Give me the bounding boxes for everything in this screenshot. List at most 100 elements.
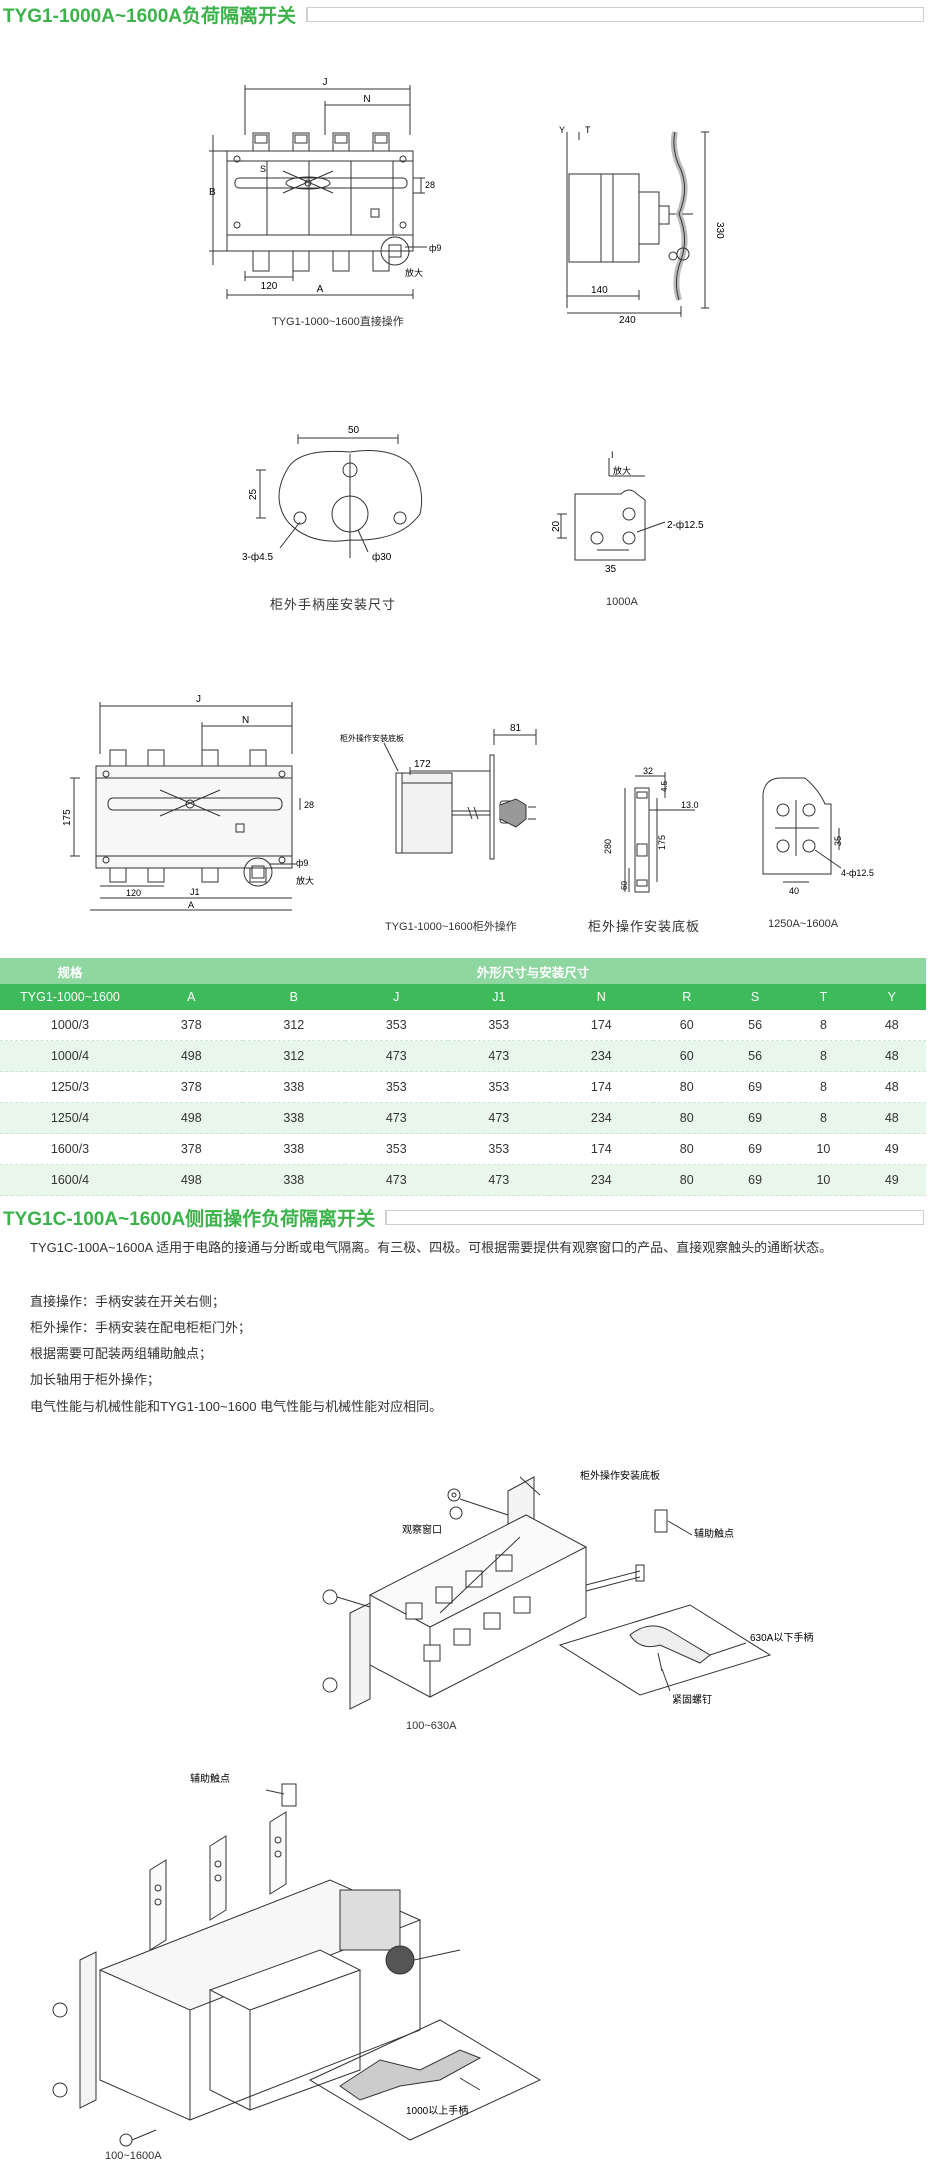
baseplate-label: 柜外操作安装底板 [580,1469,660,1482]
table-cell: 49 [857,1164,926,1196]
table-cell: 312 [242,1010,346,1041]
table-cell: 60 [652,1010,721,1041]
table-cell: 48 [857,1071,926,1103]
dim-label-240: 240 [619,315,636,326]
exploded-diagram-1600a: 辅助触点 1000以上手柄 [52,1772,542,2147]
dim-label-81: 81 [510,723,522,734]
table-cell: 69 [720,1133,790,1165]
table-cell: 498 [140,1040,243,1072]
dim-label-j: J [196,694,201,705]
front-view-drawing: J N S B 28 120 A ф9 放大 [209,77,441,299]
col-header: J1 [447,984,551,1010]
table-cell: 473 [345,1164,448,1196]
exploded-diagram-630a: 柜外操作安装底板 观察窗口 辅助触点 630A以下手柄 紧固螺钉 [322,1469,813,1710]
col-header: A [140,984,243,1010]
phi30-label: ф30 [372,551,392,563]
feature-line: 柜外操作：手柄安装在配电柜柜门外； [30,1320,252,1335]
table-cell: 353 [447,1071,551,1103]
dim-label-a: A [317,284,324,295]
table-cell: 353 [345,1133,448,1165]
intro-paragraph: TYG1C-100A~1600A 适用于电路的接通与分断或电气隔离。有三极、四极… [30,1240,833,1255]
table-cell: 56 [720,1010,790,1041]
table-cell: 498 [140,1164,243,1196]
table-cell: 498 [140,1102,243,1134]
plate-1250a-drawing: 35 40 4-ф12.5 [762,777,874,896]
fig4-caption: 1000A [606,596,638,608]
fig1-caption: TYG1-1000~1600直接操作 [272,316,404,328]
table-cell: 49 [857,1133,926,1165]
screw-label: 紧固螺钉 [672,1694,712,1706]
dim-label-i: I [611,450,614,460]
enlarge-label: 放大 [405,267,423,278]
table-cell: 234 [550,1164,653,1196]
table-cell: 48 [857,1040,926,1072]
table-cell: 353 [447,1010,551,1041]
window-label: 观察窗口 [402,1523,442,1536]
table-cell: 353 [345,1071,448,1103]
fig7-caption: 柜外操作安装底板 [588,919,701,934]
aux-contact-label: 辅助触点 [694,1527,734,1540]
table-cell: 473 [447,1102,551,1134]
section-header-1: TYG1-1000A~1600A负荷隔离开关 [0,2,928,27]
table-header-row-2: TYG1-1000~1600 A B J J1 N R S T Y [0,984,926,1010]
holes-label: 4-ф12.5 [841,868,874,878]
feature-line: 电气性能与机械性能和TYG1-100~1600 电气性能与机械性能对应相同。 [30,1399,443,1414]
dim-label-40: 40 [789,886,799,896]
table-cell: 338 [242,1102,346,1134]
divider [385,1209,924,1225]
dim-label-120: 120 [126,888,141,898]
dim-label-35: 35 [833,836,843,846]
dim-label-140: 140 [591,285,608,296]
table-cell: 338 [242,1133,346,1165]
dim-label-50: 50 [348,425,360,436]
aux-contact-label: 辅助触点 [190,1772,230,1785]
table-cell: 378 [140,1133,243,1165]
table-cell: 338 [242,1071,346,1103]
dim-label-t: T [585,125,591,135]
dim-label-a: A [188,900,194,910]
base-plate-drawing: 32 4.5 13.0 280 175 60 [603,766,699,893]
diagram1-caption: 100~630A [406,1720,457,1732]
dim-label-j: J [323,77,328,88]
handle-seat-drawing: 50 25 3-ф4.5 ф30 [242,425,423,563]
table-cell: 56 [720,1040,790,1072]
baseplate-label: 柜外操作安装底板 [340,733,404,743]
table-cell: 353 [447,1133,551,1165]
table-cell: 473 [447,1040,551,1072]
table-cell: 1000/3 [0,1010,140,1041]
dim-label-25: 25 [248,488,259,500]
dim-label-330: 330 [714,222,725,239]
col-header: J [345,984,448,1010]
col-header: Y [857,984,926,1010]
table-cell: 69 [720,1164,790,1196]
plate-1000a-drawing: I 放大 20 2-ф12.5 35 [551,450,704,575]
table-header-row-1: 规格 外形尺寸与安装尺寸 [0,958,926,984]
dim-label-phi9: ф9 [296,858,308,868]
dim-label-b: B [209,187,216,198]
table-cell: 48 [857,1102,926,1134]
table-cell: 8 [789,1071,858,1103]
table-cell: 378 [140,1071,243,1103]
cabinet-operation-drawing: 柜外操作安装底板 81 172 [340,723,537,860]
table-cell: 473 [345,1102,448,1134]
table-cell: 48 [857,1010,926,1041]
table-cell: 312 [242,1040,346,1072]
table-cell: 80 [652,1102,721,1134]
header-spec: 规格 [0,958,140,984]
col-header: N [550,984,653,1010]
table-cell: 473 [447,1164,551,1196]
dim-label-13: 13.0 [681,800,699,810]
dim-label-60: 60 [620,881,629,890]
table-cell: 80 [652,1164,721,1196]
feature-line: 直接操作：手柄安装在开关右侧； [30,1294,226,1309]
dim-label-28: 28 [425,180,435,190]
table-cell: 1600/4 [0,1164,140,1196]
handle-label: 630A以下手柄 [750,1631,813,1644]
dim-label-120: 120 [261,281,278,292]
dim-label-y: Y [559,125,565,135]
dim-label-s: S [260,164,266,174]
